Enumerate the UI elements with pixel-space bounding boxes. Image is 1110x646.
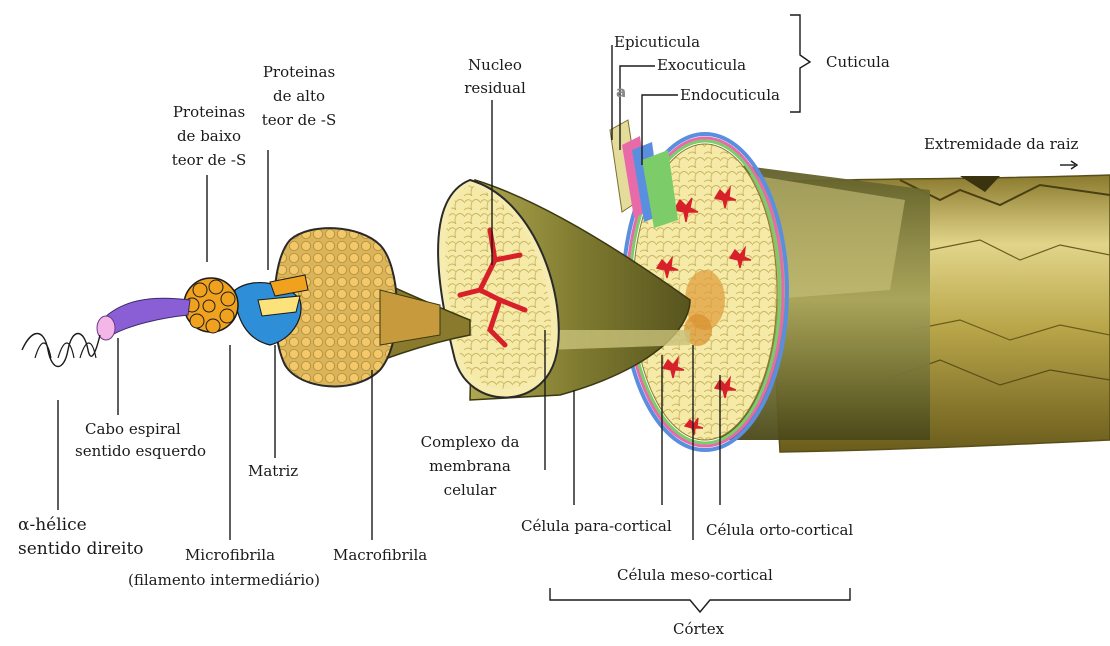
label-alpha-helix-1: α-hélice: [18, 514, 87, 536]
label-matrix: Matriz: [248, 462, 298, 481]
label-low-s-3: teor de -S: [165, 151, 253, 170]
label-root-end: Extremidade da raiz: [924, 135, 1078, 154]
label-high-s-3: teor de -S: [255, 111, 343, 130]
label-exocuticle: Exocuticula: [657, 56, 746, 75]
label-nucleus-2: residual: [455, 79, 535, 98]
label-low-s-2: de baixo: [165, 127, 253, 146]
label-membrane-1: Complexo da: [415, 433, 525, 452]
label-membrane-2: membrana: [415, 457, 525, 476]
label-high-s-2: de alto: [255, 87, 343, 106]
label-meso-cortical: Célula meso-cortical: [617, 566, 773, 585]
label-layer-a: a: [616, 83, 626, 102]
label-cable-1: Cabo espiral: [85, 420, 181, 439]
label-cortex: Córtex: [673, 620, 724, 639]
label-orto-cortical: Célula orto-cortical: [706, 521, 853, 540]
label-nucleus-1: Nucleo: [455, 56, 535, 75]
label-high-s-1: Proteinas: [255, 63, 343, 82]
label-cable-2: sentido esquerdo: [75, 442, 206, 461]
microfibril: [184, 275, 308, 345]
alpha-helix: [22, 334, 100, 367]
label-microfibril-2: (filamento intermediário): [128, 571, 320, 590]
label-cuticle: Cuticula: [826, 53, 890, 72]
label-alpha-helix-2: sentido direito: [18, 538, 144, 560]
label-para-cortical: Célula para-cortical: [521, 517, 672, 536]
label-epicuticle: Epicuticula: [614, 33, 700, 52]
label-endocuticle: Endocuticula: [680, 86, 780, 105]
label-low-s-1: Proteinas: [165, 103, 253, 122]
label-membrane-3: celular: [415, 481, 525, 500]
label-microfibril-1: Microfibrila: [150, 546, 310, 565]
label-macrofibril: Macrofibrila: [333, 546, 427, 565]
spiral-cable: [97, 298, 190, 340]
